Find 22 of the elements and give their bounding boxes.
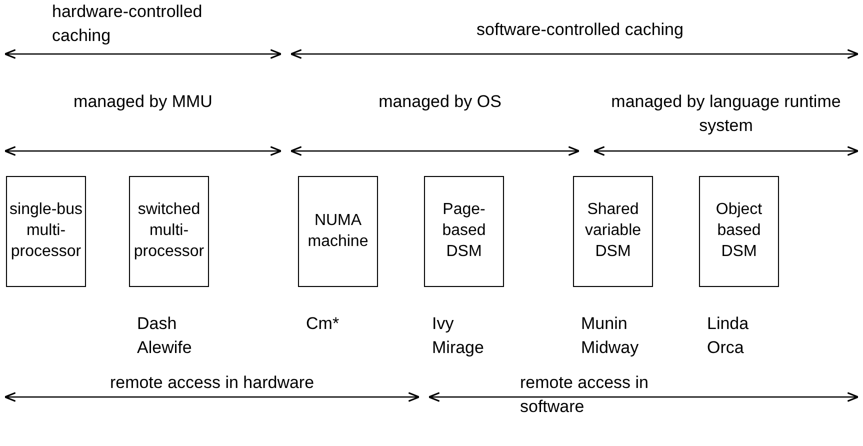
example-system-name: Midway <box>581 337 639 359</box>
range-label: hardware-controlled caching <box>52 1 204 47</box>
category-box: Object based DSM <box>699 176 779 287</box>
example-system-name: Linda <box>707 313 749 335</box>
example-system-name: Cm* <box>306 313 340 335</box>
example-system-name: Dash <box>137 313 177 335</box>
range-label: remote access in hardware <box>108 372 316 394</box>
category-box: Page-based DSM <box>424 176 504 287</box>
example-system-name: Munin <box>581 313 628 335</box>
example-system-name: Alewife <box>137 337 192 359</box>
category-box: NUMA machine <box>298 176 378 287</box>
example-system-name: Orca <box>707 337 744 359</box>
range-label: managed by language runtime system <box>610 91 842 137</box>
category-box: switched multi-processor <box>129 176 209 287</box>
range-label: managed by OS <box>378 91 502 113</box>
range-label: remote access in software <box>520 372 650 418</box>
example-system-name: Ivy <box>432 313 454 335</box>
category-box: single-bus multi-processor <box>6 176 86 287</box>
range-label: managed by MMU <box>72 91 214 113</box>
example-system-name: Mirage <box>432 337 484 359</box>
category-box: Shared variable DSM <box>573 176 653 287</box>
range-label: software-controlled caching <box>476 19 684 41</box>
